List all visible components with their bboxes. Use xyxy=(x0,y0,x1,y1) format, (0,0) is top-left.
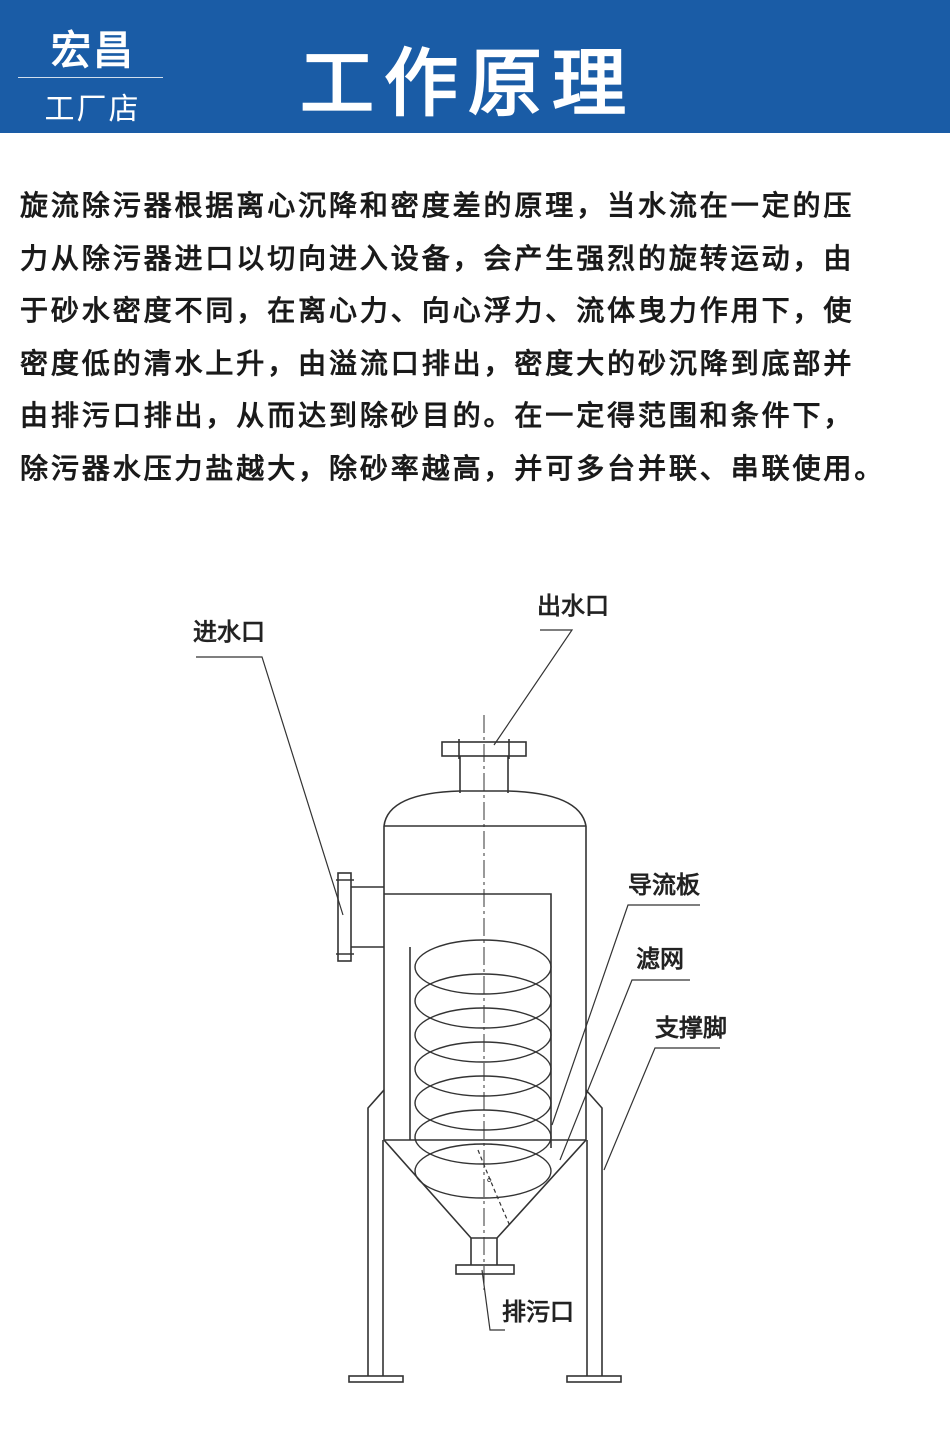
vessel-dome xyxy=(383,790,587,827)
brand-subtitle: 工厂店 xyxy=(44,92,141,127)
description-line: 于砂水密度不同，在离心力、向心浮力、流体曳力作用下，使 xyxy=(20,294,855,327)
header-banner: 宏昌 工厂店 工作原理 xyxy=(0,0,950,133)
support-leg-left xyxy=(367,1089,385,1380)
description-line: 旋流除污器根据离心沉降和密度差的原理，当水流在一定的压 xyxy=(20,189,855,222)
outlet-label: 出水口 xyxy=(537,592,609,620)
brand-logo: 宏昌 xyxy=(51,28,135,74)
inlet-leader xyxy=(196,656,344,916)
description-line: 力从除污器进口以切向进入设备，会产生强烈的旋转运动，由 xyxy=(20,241,855,275)
angle-mark: ° xyxy=(486,1177,493,1192)
filter-leader xyxy=(559,979,690,1161)
foot-plate-left xyxy=(348,1375,404,1383)
inlet-label: 进水口 xyxy=(193,618,265,646)
page-title: 工作原理 xyxy=(300,41,636,127)
spiral-filter xyxy=(414,939,552,1199)
foot-plate-right xyxy=(566,1375,622,1383)
inlet-flange xyxy=(337,872,352,962)
support-leg-label: 支撑脚 xyxy=(655,1014,727,1042)
drain-label: 排污口 xyxy=(502,1298,574,1326)
guide-plate-leader xyxy=(551,904,700,1126)
vessel-cone xyxy=(383,1139,587,1239)
guide-plate xyxy=(384,893,552,1148)
support-leg-leader xyxy=(603,1047,720,1171)
description-paragraph: 旋流除污器根据离心沉降和密度差的原理，当水流在一定的压 力从除污器进口以切向进入… xyxy=(20,180,940,495)
description-line: 密度低的清水上升，由溢流口排出，密度大的砂沉降到底部并 xyxy=(20,346,855,380)
support-leg-right xyxy=(585,1089,603,1380)
description-line: 除污器水压力盐越大，除砂率越高，并可多台并联、串联使用。 xyxy=(20,451,886,485)
logo-divider xyxy=(18,77,163,78)
drain-leader xyxy=(481,1269,505,1331)
cone-angle-arc xyxy=(477,1149,511,1227)
drain-flange xyxy=(455,1264,515,1275)
filter-label: 滤网 xyxy=(636,945,684,973)
guide-plate-label: 导流板 xyxy=(628,871,701,899)
description-line: 由排污口排出，从而达到除砂目的。在一定得范围和条件下， xyxy=(20,399,855,432)
outlet-leader xyxy=(493,629,574,746)
